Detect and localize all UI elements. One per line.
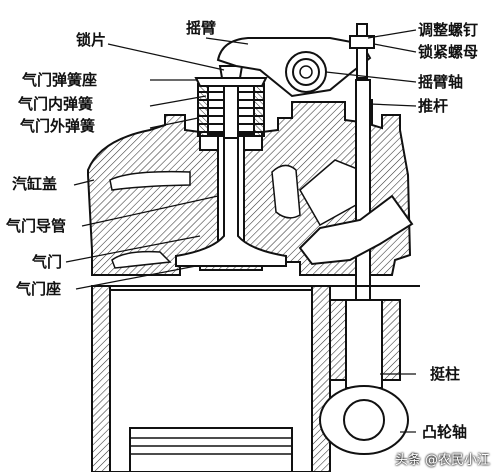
coolant-passage [109, 170, 191, 191]
label-camshaft: 凸轮轴 [422, 423, 468, 441]
lock-nut [349, 35, 375, 49]
watermark-text: 头条 @农民小江 [394, 453, 490, 468]
label-push-rod: 推杆 [418, 97, 449, 115]
port [271, 164, 301, 219]
coolant-passage [111, 250, 172, 269]
label-lock-plate: 锁片 [76, 31, 107, 49]
injector [298, 194, 414, 266]
label-valve-seat: 气门座 [16, 280, 62, 298]
valve-springs [197, 79, 265, 139]
label-outer-spring: 气门外弹簧 [20, 117, 96, 135]
valve [175, 69, 287, 267]
label-valve-guide: 气门导管 [6, 217, 67, 235]
label-cylinder-head: 汽缸盖 [12, 175, 58, 193]
adjust-screw [356, 23, 368, 79]
label-adjust-screw: 调整螺钉 [418, 21, 479, 39]
label-inner-spring: 气门内弹簧 [18, 95, 94, 113]
spring-seat [194, 77, 268, 87]
label-tappet: 挺柱 [430, 365, 461, 383]
lock-plate [218, 65, 244, 79]
watermark: 头条 @农民小江 [395, 449, 490, 468]
label-rocker-shaft: 摇臂轴 [418, 73, 464, 91]
label-spring-seat: 气门弹簧座 [22, 71, 98, 89]
tappet [345, 299, 383, 389]
leader-lines [65, 29, 417, 433]
piston [129, 427, 293, 472]
label-valve: 气门 [32, 253, 63, 271]
label-lock-nut: 锁紧螺母 [418, 43, 479, 61]
label-rocker-arm: 摇臂 [186, 19, 217, 37]
